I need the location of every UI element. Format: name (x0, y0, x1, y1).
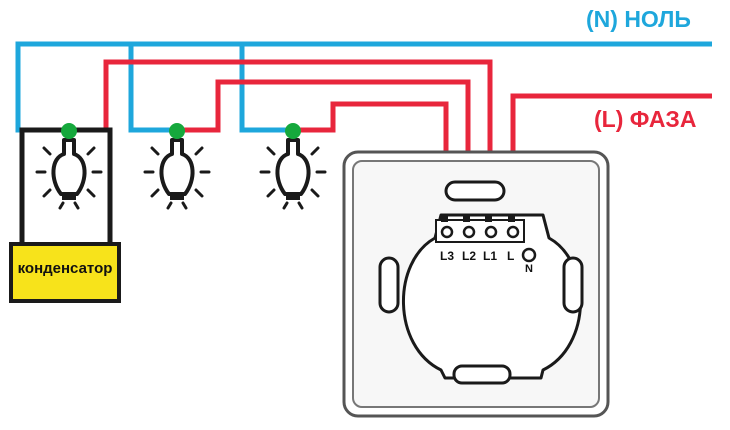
terminal-label-l3: L3 (440, 249, 455, 263)
terminal-label-l1: L1 (483, 249, 498, 263)
bottom-slot (452, 364, 512, 385)
capacitor (9, 127, 121, 303)
bulb-3 (259, 123, 327, 210)
terminal-screw-l (506, 225, 520, 239)
led-indicator-icon (61, 123, 77, 139)
capacitor-label: конденсатор (17, 260, 113, 277)
led-indicator-icon (169, 123, 185, 139)
led-indicator-icon (285, 123, 301, 139)
terminal-screw-l3 (440, 225, 454, 239)
bulb-icon (35, 138, 103, 210)
capacitor-body (9, 242, 121, 303)
left-slot (378, 256, 400, 314)
right-slot (562, 256, 584, 314)
phase-wire-l3 (300, 101, 449, 230)
terminal-label-n: N (525, 263, 533, 275)
terminal-block (435, 219, 525, 243)
phase-label: (L) ФАЗА (594, 106, 697, 132)
terminal-label-l2: L2 (462, 249, 477, 263)
top-slot (444, 180, 506, 202)
neutral-label: (N) НОЛЬ (586, 6, 691, 32)
bulb-2 (143, 123, 211, 210)
neutral-branch-3 (239, 44, 287, 133)
bulb-icon (143, 138, 211, 210)
neutral-branch-2 (128, 44, 170, 133)
terminal-screw-l2 (462, 225, 476, 239)
terminal-label-l: L (507, 249, 515, 263)
bulb-icon (259, 138, 327, 210)
switch-mechanism (378, 180, 584, 385)
bulb-1 (35, 123, 103, 210)
terminal-screw-n (521, 247, 537, 263)
terminal-screw-l1 (484, 225, 498, 239)
phase-wire-l2 (184, 79, 471, 230)
